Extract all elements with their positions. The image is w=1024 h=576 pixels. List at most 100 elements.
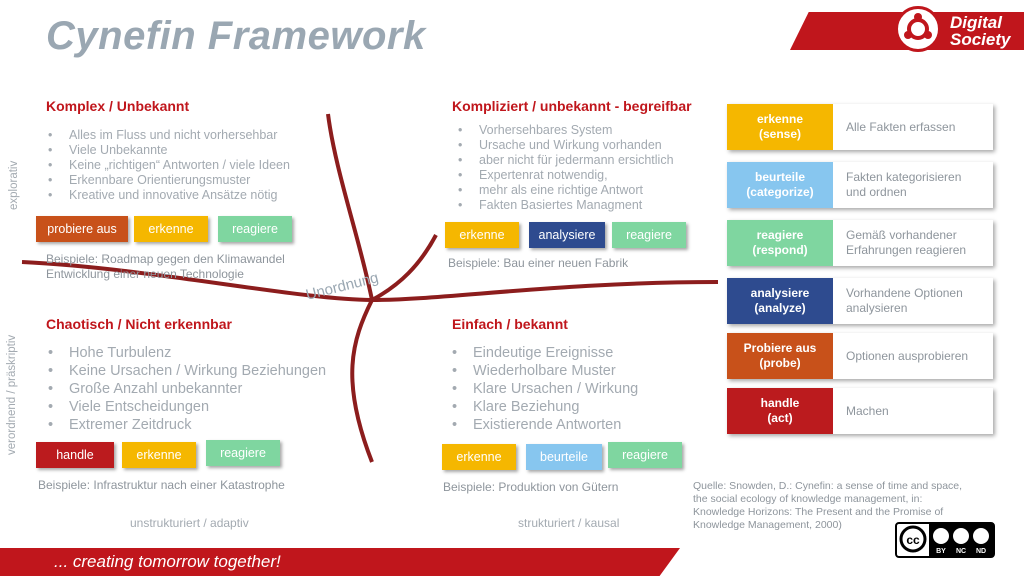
axis-label-unstructured: unstrukturiert / adaptiv [130, 516, 249, 530]
list-item-continuation: mehr als eine richtige Antwort [479, 183, 643, 197]
chaotic-list: Hohe Turbulenz Keine Ursachen / Wirkung … [46, 344, 326, 434]
list-item: Vorhersehbares System [456, 123, 674, 138]
chaotic-example: Beispiele: Infrastruktur nach einer Kata… [38, 478, 285, 492]
source-line: the social ecology of knowledge manageme… [693, 493, 923, 505]
act-button[interactable]: handle [36, 442, 114, 468]
legend-card-probe: Probiere aus(probe) Optionen ausprobiere… [727, 333, 993, 379]
badge-line: analysiere [750, 286, 810, 300]
list-item: Expertenrat notwendig, [456, 168, 674, 183]
legend-desc: Machen [846, 388, 889, 434]
cc-by-text: BY [936, 548, 946, 555]
complicated-title: Kompliziert / unbekannt - begreifbar [452, 98, 692, 114]
legend-badge: Probiere aus(probe) [727, 333, 833, 379]
respond-button[interactable]: reagiere [206, 440, 280, 466]
desc-line: Optionen ausprobieren [846, 348, 969, 363]
list-item: Klare Ursachen / Wirkung [450, 380, 638, 398]
desc-line: und ordnen [846, 185, 907, 199]
list-item: Fakten Basiertes Managment [456, 198, 674, 213]
complex-list: Alles im Fluss und nicht vorhersehbar Vi… [46, 128, 290, 203]
analyze-button[interactable]: analysiere [529, 222, 605, 248]
respond-button[interactable]: reagiere [218, 216, 292, 242]
list-item-continuation: aber nicht für jedermann ersichtlich [479, 153, 674, 167]
simple-example: Beispiele: Produktion von Gütern [443, 480, 619, 494]
footer-banner [0, 548, 680, 576]
list-item: Klare Beziehung [450, 398, 638, 416]
legend-desc: Optionen ausprobieren [846, 333, 968, 379]
legend-card-categorize: beurteile(categorize) Fakten kategorisie… [727, 162, 993, 208]
source-line: Quelle: Snowden, D.: Cynefin: a sense of… [693, 480, 963, 492]
brand-line-1: Digital [950, 13, 1002, 32]
desc-line: Gemäß vorhandener [846, 228, 957, 242]
list-item: Viele Entscheidungen [46, 398, 326, 416]
cc-license-badge[interactable]: cc BY NC ND [895, 522, 995, 558]
categorize-button[interactable]: beurteile [526, 444, 602, 470]
example-line: Entwicklung einer neuen Technologie [46, 267, 244, 281]
desc-line: Fakten kategorisieren [846, 170, 962, 184]
badge-line: Probiere aus [743, 341, 817, 355]
cc-nd-text: ND [976, 548, 986, 555]
legend-badge: handle(act) [727, 388, 833, 434]
simple-list: Eindeutige Ereignisse Wiederholbare Must… [450, 344, 638, 434]
list-item: Große Anzahl unbekannter [46, 380, 326, 398]
desc-line: Erfahrungen reagieren [846, 243, 967, 257]
badge-line: (respond) [752, 243, 808, 257]
legend-card-sense: erkenne(sense) Alle Fakten erfassen [727, 104, 993, 150]
desc-line: analysieren [846, 301, 908, 315]
axis-label-prescriptive: verordnend / präskriptiv [6, 334, 18, 455]
desc-line: Machen [846, 403, 889, 418]
respond-button[interactable]: reagiere [612, 222, 686, 248]
example-line: Beispiele: Roadmap gegen den Klimawandel [46, 252, 285, 266]
list-item: Alles im Fluss und nicht vorhersehbar [46, 128, 290, 143]
simple-title: Einfach / bekannt [452, 316, 568, 332]
legend-card-act: handle(act) Machen [727, 388, 993, 434]
brand-name: Digital Society [950, 14, 1010, 48]
complicated-list: Vorhersehbares System Ursache und Wirkun… [456, 123, 674, 213]
brand-logo-icon [895, 6, 941, 52]
complicated-example: Beispiele: Bau einer neuen Fabrik [448, 256, 629, 270]
sense-button[interactable]: erkenne [445, 222, 519, 248]
list-item: Keine „richtigen“ Antworten / viele Idee… [46, 158, 290, 173]
badge-line: (analyze) [754, 301, 806, 315]
complex-title: Komplex / Unbekannt [46, 98, 190, 114]
footer-slogan: ... creating tomorrow together! [54, 552, 281, 571]
axis-label-explorative: explorativ [8, 160, 20, 210]
source-line: Knowledge Horizons: The Present and the … [693, 506, 944, 518]
complex-example: Beispiele: Roadmap gegen den Klimawandel… [46, 252, 285, 282]
badge-line: (act) [767, 411, 793, 425]
list-item: Hohe Turbulenz [46, 344, 326, 362]
page-title: Cynefin Framework [46, 14, 426, 58]
badge-line: handle [760, 396, 800, 410]
badge-line: (sense) [758, 127, 802, 141]
list-item: aber nicht für jedermann ersichtlich [456, 153, 674, 168]
respond-button[interactable]: reagiere [608, 442, 682, 468]
legend-badge: analysiere(analyze) [727, 278, 833, 324]
legend-desc: Alle Fakten erfassen [846, 104, 955, 150]
cc-nc-text: NC [956, 548, 966, 555]
list-item: Existierende Antworten [450, 416, 638, 434]
sense-button[interactable]: erkenne [442, 444, 516, 470]
list-item: Eindeutige Ereignisse [450, 344, 638, 362]
probe-button[interactable]: probiere aus [36, 216, 128, 242]
desc-line: Vorhandene Optionen [846, 286, 963, 300]
sense-button[interactable]: erkenne [122, 442, 196, 468]
legend-badge: beurteile(categorize) [727, 162, 833, 208]
badge-line: erkenne [756, 112, 804, 126]
legend-badge: erkenne(sense) [727, 104, 833, 150]
cc-text: cc [906, 533, 920, 547]
list-item: Kreative und innovative Ansätze nötig [46, 188, 290, 203]
badge-line: beurteile [754, 170, 805, 184]
list-item: Wiederholbare Muster [450, 362, 638, 380]
list-item: Viele Unbekannte [46, 143, 290, 158]
sense-button[interactable]: erkenne [134, 216, 208, 242]
chaotic-title: Chaotisch / Nicht erkennbar [46, 316, 232, 332]
axis-label-structured: strukturiert / kausal [518, 516, 620, 530]
legend-badge: reagiere(respond) [727, 220, 833, 266]
source-line: Knowledge Management, 2000) [693, 519, 842, 531]
badge-line: (categorize) [746, 185, 814, 199]
